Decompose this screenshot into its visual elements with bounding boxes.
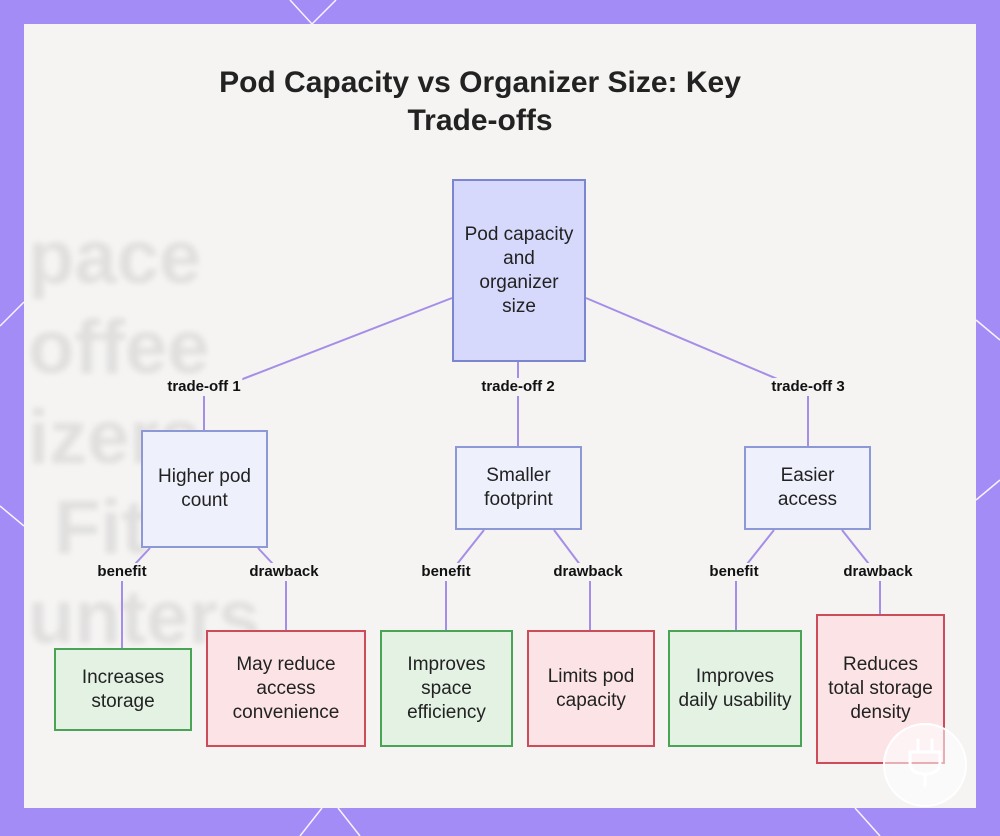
- edge-label-benefit: benefit: [95, 563, 149, 581]
- tradeoff-node-label: Easier access: [777, 465, 838, 510]
- connector-root-tradeoff-3: [585, 297, 809, 446]
- connector-t1-drawback: [257, 547, 287, 630]
- edge-label-tradeoff-3: trade-off 3: [769, 378, 847, 396]
- drawback-node-label: May reduce access convenience: [232, 653, 340, 723]
- background-word: pace: [28, 215, 202, 300]
- edge-label-tradeoff-1: trade-off 1: [165, 378, 243, 396]
- edge-label-drawback: drawback: [247, 563, 321, 581]
- tradeoff-node-1: Higher pod count: [141, 430, 268, 548]
- diagram-title: Pod Capacity vs Organizer Size: Key Trad…: [219, 66, 741, 137]
- benefit-node-label: Improves space efficiency: [407, 653, 486, 723]
- root-node: Pod capacity and organizer size: [452, 179, 586, 362]
- background-word: Fit: [54, 485, 147, 570]
- benefit-node-label: Improves daily usability: [678, 665, 792, 711]
- plug-icon: [883, 723, 967, 807]
- background-word: offee: [28, 305, 210, 390]
- drawback-node-2: Limits pod capacity: [527, 630, 655, 747]
- tradeoff-node-label: Smaller footprint: [484, 465, 553, 510]
- drawback-node-label: Reduces total storage density: [828, 654, 933, 723]
- benefit-node-1: Increases storage: [54, 648, 192, 731]
- tradeoff-node-3: Easier access: [744, 446, 871, 530]
- connector-root-tradeoff-1: [203, 297, 453, 430]
- edge-label-drawback: drawback: [841, 563, 915, 581]
- drawback-node-label: Limits pod capacity: [547, 665, 635, 711]
- benefit-node-3: Improves daily usability: [668, 630, 802, 747]
- edge-label-drawback: drawback: [551, 563, 625, 581]
- benefit-node-label: Increases storage: [81, 666, 165, 712]
- edge-label-benefit: benefit: [707, 563, 761, 581]
- tradeoff-node-label: Higher pod count: [158, 466, 251, 511]
- tradeoff-node-2: Smaller footprint: [455, 446, 582, 530]
- edge-label-tradeoff-2: trade-off 2: [479, 378, 557, 396]
- benefit-node-2: Improves space efficiency: [380, 630, 513, 747]
- drawback-node-1: May reduce access convenience: [206, 630, 366, 747]
- background-photo: pace offee izers Fit unters: [24, 24, 976, 808]
- edge-label-benefit: benefit: [419, 563, 473, 581]
- root-node-label: Pod capacity and organizer size: [464, 223, 574, 317]
